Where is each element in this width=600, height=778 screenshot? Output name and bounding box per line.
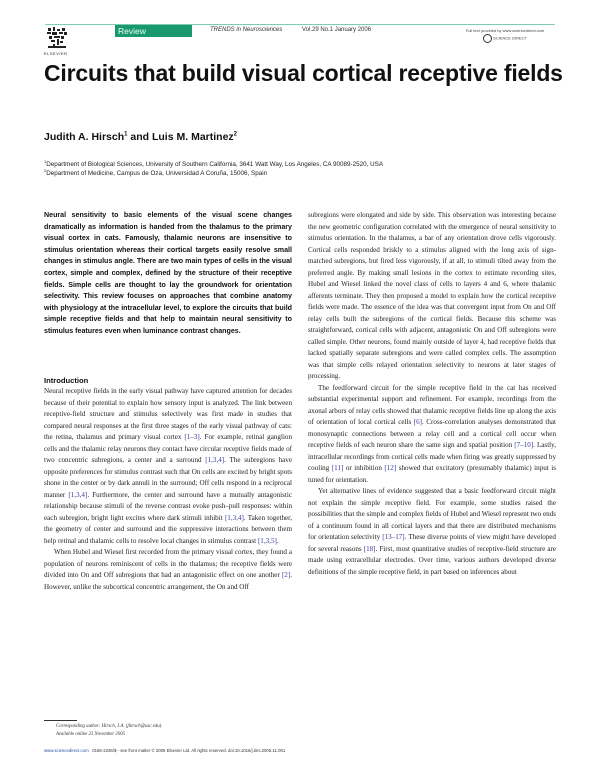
- citation-link[interactable]: [13–17]: [382, 533, 405, 541]
- paragraph: The feedforward circuit for the simple r…: [308, 383, 557, 484]
- copyright-doi: 0166-2236/$ - see front matter © 2005 El…: [92, 748, 286, 753]
- section-badge: Review: [115, 25, 192, 37]
- citation-link[interactable]: [1,3,4]: [224, 513, 244, 522]
- citation-link[interactable]: [11]: [331, 464, 344, 472]
- sciencedirect-logo-icon: [483, 34, 493, 43]
- sciencedirect-label: SCIENCE DIRECT: [493, 35, 527, 41]
- footnote-rule: [44, 720, 77, 721]
- citation-link[interactable]: [7–10]: [514, 441, 534, 449]
- article-title: Circuits that build visual cortical rece…: [44, 60, 563, 86]
- publisher-logo-text: ELSEVIER: [44, 51, 68, 56]
- affiliation-marker: 1: [44, 159, 47, 164]
- citation-link[interactable]: [12]: [384, 464, 397, 472]
- right-column-body: subregions were elongated and side by si…: [308, 210, 556, 578]
- volume-info: Vol.29 No.1 January 2006: [302, 27, 372, 33]
- journal-name: TRENDS in Neurosciences: [210, 27, 283, 33]
- affiliation-marker: 1: [124, 131, 128, 138]
- citation-link[interactable]: [1,3,4]: [205, 456, 225, 464]
- affiliation: 2Department of Medicine, Campus de Oza, …: [44, 166, 584, 178]
- paragraph: Neural receptive fields in the early vis…: [44, 387, 293, 545]
- citation-link[interactable]: [1,3,5]: [257, 536, 277, 545]
- author-name: Luis M. Martinez: [151, 131, 234, 143]
- page-footer: www.sciencedirect.com 0166-2236/$ - see …: [44, 748, 285, 753]
- citation-link[interactable]: [6]: [413, 418, 423, 426]
- elsevier-tree-logo-icon: [47, 27, 67, 48]
- sciencedirect-link[interactable]: www.sciencedirect.com: [44, 748, 89, 753]
- paragraph: subregions were elongated and side by si…: [308, 211, 556, 380]
- affiliation-text: Department of Medicine, Campus de Oza, U…: [46, 170, 268, 178]
- citation-link[interactable]: [1,3,4]: [68, 490, 88, 499]
- citation-link[interactable]: [1–3]: [184, 433, 200, 441]
- author-line: Judith A. Hirsch1 and Luis M. Martinez2: [44, 131, 237, 143]
- sciencedirect-fulltext: Full text provided by www.sciencedirect.…: [465, 28, 545, 33]
- citation-link[interactable]: [2]: [281, 571, 291, 579]
- corresponding-author-note: Corresponding author: Hirsch, J.A. (jhir…: [56, 724, 163, 729]
- sciencedirect-banner[interactable]: Full text provided by www.sciencedirect.…: [455, 27, 555, 43]
- paragraph: When Hubel and Wiesel first recorded fro…: [44, 548, 292, 591]
- affiliation-marker: 2: [233, 131, 238, 138]
- available-online-note: Available online 23 November 2005: [56, 732, 126, 737]
- paragraph: Yet alternative lines of evidence sugges…: [308, 487, 557, 576]
- affiliation-marker: 2: [44, 168, 47, 173]
- left-column-body: Neural receptive fields in the early vis…: [44, 386, 292, 593]
- abstract: Neural sensitivity to basic elements of …: [44, 211, 292, 335]
- section-heading-introduction: Introduction: [44, 376, 89, 385]
- author-name: Judith A. Hirsch: [44, 131, 125, 143]
- citation-link[interactable]: [18]: [363, 544, 376, 553]
- author-connector: and: [127, 131, 152, 143]
- affiliation-text: Department of Biological Sciences, Unive…: [46, 161, 384, 169]
- header-rule: [45, 24, 555, 25]
- affiliation: 1Department of Biological Sciences, Univ…: [44, 157, 584, 169]
